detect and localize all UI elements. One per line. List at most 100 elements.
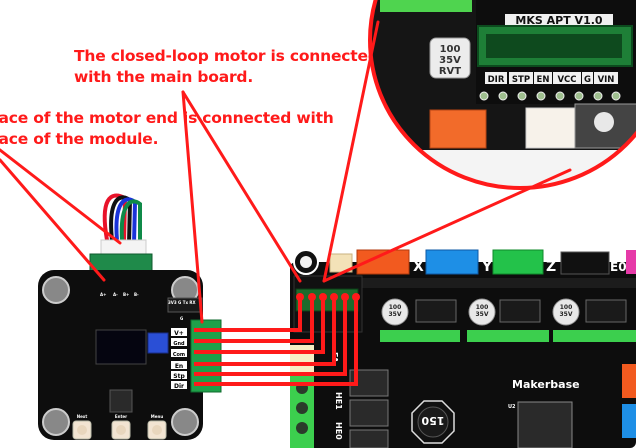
module-pin-stp: Stp [173, 373, 185, 380]
serial-header-label: 3V3 G Tx RX [168, 300, 196, 305]
terminal-screw-2 [296, 402, 308, 414]
cap1-text-2: 35V [389, 311, 402, 318]
mounting-hole-center [300, 256, 312, 268]
annotation-lines [0, 20, 572, 324]
zoom-callout: 100 35V RVT MKS APT V1.0 DIR STP EN VCC [368, 0, 636, 190]
callout-pin-g: G [584, 75, 591, 85]
dot-1 [296, 293, 304, 301]
right-connector-blue [622, 404, 636, 438]
caption-main-board-line1: The closed-loop motor is connected [74, 47, 379, 65]
screw-top-left [42, 276, 70, 304]
terminal-strip-3 [553, 330, 636, 342]
mosfet-2 [349, 399, 389, 427]
caption-main-board: The closed-loop motor is connected with … [74, 46, 379, 88]
button-menu[interactable]: Menu [147, 414, 167, 440]
mcu-chip [517, 401, 573, 448]
caption-motor-end-line1: face of the motor end is connected with [0, 109, 334, 127]
side-label-he0: HE0 [334, 422, 343, 440]
axis-label-x: X [413, 259, 424, 275]
axis-label-y: Y [481, 259, 493, 275]
caption-main-board-line2: with the main board. [74, 68, 254, 86]
connector-z-body [492, 249, 544, 275]
apt-module-on-board [293, 275, 363, 333]
brand-label: Makerbase [512, 378, 580, 391]
motor-pin-a-minus: A- [113, 292, 118, 297]
cap2-text-2: 35V [476, 311, 489, 318]
wire-vplus [194, 297, 302, 332]
board-capacitor-2: 100 35V [468, 298, 496, 326]
right-connector-orange [622, 364, 636, 398]
caption2-pointer-socket [0, 158, 106, 282]
terminal-strip-1 [380, 330, 460, 342]
module-pin-vplus: V+ [174, 330, 184, 337]
caption-motor-end-line2: face of the module. [0, 130, 159, 148]
module-pin-labels: V+ Gnd Com En Stp Dir [171, 328, 187, 390]
side-label-he1: HE1 [334, 392, 343, 410]
wire-en [194, 297, 336, 366]
dot-3 [319, 293, 327, 301]
screw-bottom-right [171, 408, 199, 436]
callout-pin-en: EN [537, 75, 550, 85]
dot-6 [352, 293, 360, 301]
callout-capacitor: 100 35V RVT [429, 37, 471, 79]
caption1-pointer-board [181, 90, 302, 283]
connector-e1-body [626, 250, 636, 274]
callout-pin-vcc: VCC [557, 75, 576, 85]
motor-wires [102, 193, 142, 245]
terminal-screw-3 [296, 422, 308, 434]
caption1-pointer-module [181, 90, 204, 324]
motor-pin-a-plus: A+ [100, 292, 106, 297]
callout-pin-stp: STP [512, 75, 530, 85]
connection-dots [296, 293, 360, 301]
button-next[interactable]: Next [72, 414, 92, 440]
button-next-label: Next [77, 414, 88, 419]
jumper-block-2 [499, 299, 541, 323]
wire-com [194, 297, 325, 354]
caption2-pointer-plug [0, 148, 122, 245]
button-enter[interactable]: Enter [111, 414, 131, 440]
terminal-strip-2 [467, 330, 549, 342]
inductor-label: 150 [421, 414, 444, 427]
cap2-text-1: 100 [476, 304, 489, 311]
wire-gnd [194, 297, 314, 343]
ground-label: G [180, 316, 183, 321]
button-menu-label: Menu [151, 414, 164, 419]
cap3-text-2: 35V [560, 311, 573, 318]
callout-white-connector [525, 107, 577, 149]
dot-5 [341, 293, 349, 301]
callout-cap-3: RVT [439, 66, 461, 77]
header-row [320, 278, 636, 288]
closed-loop-module: A+ A- B+ B- 3V3 G Tx RX G Next Enter Men… [38, 193, 222, 440]
cap3-text-1: 100 [560, 304, 573, 311]
board-capacitor-3: 100 35V [552, 298, 580, 326]
chip-label: U2 [508, 404, 516, 410]
motor-pin-b-plus: B+ [123, 292, 129, 297]
main-board: X Y Z E0 100 35V 100 [290, 249, 636, 448]
dot-2 [308, 293, 316, 301]
callout-green-header [380, 0, 472, 12]
callout-cap-1: 100 [440, 44, 461, 55]
connection-wires [194, 297, 358, 386]
encoder-chip [109, 389, 133, 413]
jumper-block-3 [585, 299, 627, 323]
callout-pin-labels: DIR STP EN VCC G VIN [485, 72, 618, 85]
oled-display [95, 329, 147, 365]
wire-dir [194, 297, 358, 386]
callout-pointer-left [322, 20, 380, 283]
callout-orange-connector [429, 109, 487, 149]
callout-pin-vin: VIN [598, 75, 615, 85]
cap1-text-1: 100 [389, 304, 402, 311]
axis-connector-e0: E0 [560, 250, 636, 275]
potentiometer [147, 332, 169, 354]
axis-connector-y: Y [425, 249, 493, 275]
callout-circle-outline [368, 0, 636, 190]
callout-pointer-right [322, 168, 572, 283]
module-pin-com: Com [173, 352, 185, 358]
yellow-terminal [290, 345, 314, 373]
board-capacitor-1: 100 35V [381, 298, 409, 326]
axis-label-e0: E0 [610, 260, 627, 274]
motor-pin-b-minus: B- [134, 292, 139, 297]
screw-bottom-left [42, 408, 70, 436]
mosfet-3 [349, 429, 389, 448]
